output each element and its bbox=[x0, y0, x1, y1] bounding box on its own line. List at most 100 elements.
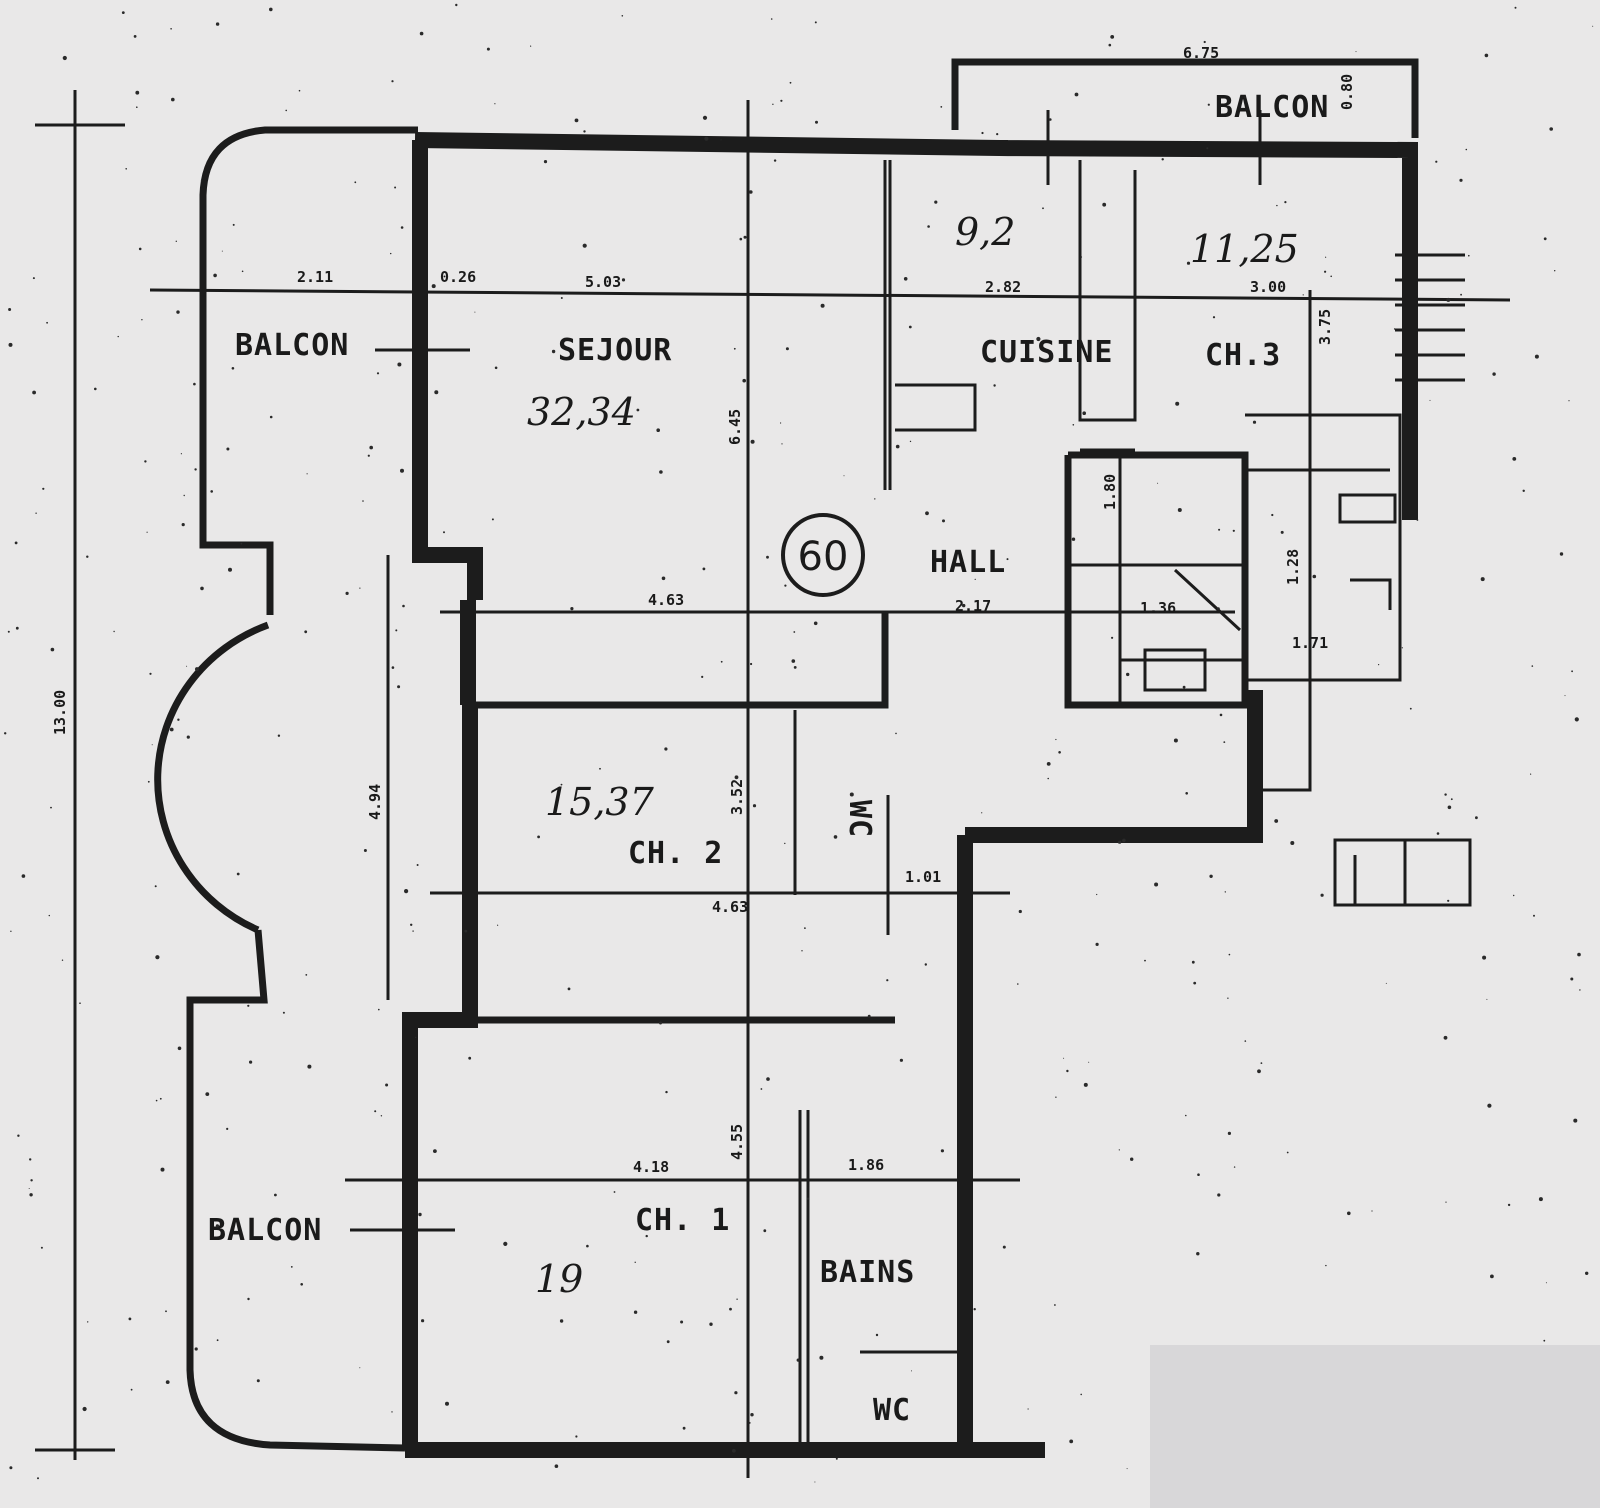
speck bbox=[28, 1188, 30, 1189]
speck bbox=[1082, 411, 1086, 416]
speck bbox=[1002, 1245, 1006, 1249]
speck bbox=[183, 494, 185, 497]
speck bbox=[1244, 96, 1246, 98]
speck bbox=[1122, 838, 1126, 843]
speck bbox=[1083, 1082, 1088, 1087]
speck bbox=[200, 586, 204, 591]
speck bbox=[743, 235, 747, 239]
dim-ch1-depth: 4.55 bbox=[728, 1124, 746, 1160]
speck bbox=[806, 1197, 810, 1200]
speck bbox=[1227, 1131, 1231, 1135]
speck bbox=[1571, 670, 1573, 673]
sejour-cuisine-wall bbox=[883, 160, 892, 490]
speck bbox=[583, 130, 586, 133]
speck bbox=[551, 349, 556, 354]
speck bbox=[909, 440, 912, 443]
speck bbox=[1111, 636, 1114, 639]
speck bbox=[117, 335, 119, 338]
speck bbox=[1232, 529, 1235, 532]
cuisine-ch3-wall bbox=[1078, 170, 1137, 452]
speck bbox=[376, 372, 380, 375]
speck bbox=[1218, 528, 1221, 531]
speck bbox=[249, 1060, 253, 1064]
area-badge: 60 bbox=[781, 513, 865, 597]
speck bbox=[750, 1413, 754, 1417]
speck bbox=[30, 1179, 33, 1182]
speck bbox=[9, 1466, 13, 1470]
speck bbox=[247, 1004, 250, 1007]
speck bbox=[1046, 762, 1051, 766]
speck bbox=[354, 181, 357, 184]
speck bbox=[1244, 1040, 1247, 1042]
speck bbox=[306, 473, 308, 475]
speck bbox=[621, 278, 626, 282]
speck bbox=[1482, 955, 1487, 960]
dim-total-height: 13.00 bbox=[51, 690, 69, 735]
speck bbox=[175, 240, 177, 242]
speck bbox=[367, 454, 370, 457]
speck bbox=[575, 1435, 578, 1438]
speck bbox=[1577, 952, 1581, 957]
speck bbox=[732, 1448, 736, 1453]
speck bbox=[899, 1058, 904, 1062]
dim-vert-right bbox=[1250, 290, 1312, 792]
hall-ch2-wall bbox=[470, 612, 889, 709]
speck bbox=[247, 1297, 250, 1301]
speck bbox=[160, 1167, 165, 1172]
speck bbox=[1543, 237, 1547, 241]
top-wall bbox=[414, 132, 1418, 520]
speck bbox=[395, 629, 398, 632]
speck bbox=[215, 1224, 219, 1228]
speck bbox=[390, 252, 392, 255]
speck bbox=[400, 226, 404, 229]
speck bbox=[15, 626, 19, 630]
speck bbox=[940, 1149, 945, 1153]
speck bbox=[503, 1241, 508, 1246]
speck bbox=[766, 555, 769, 559]
dim-ch3-width: 3.00 bbox=[1250, 278, 1286, 296]
speck bbox=[1549, 127, 1553, 131]
speck bbox=[35, 512, 37, 514]
badge-number: 60 bbox=[798, 534, 849, 580]
speck bbox=[1058, 751, 1061, 754]
speck bbox=[146, 531, 148, 533]
speck bbox=[634, 1261, 636, 1264]
speck bbox=[702, 115, 708, 120]
speck bbox=[256, 1379, 260, 1383]
speck bbox=[3, 732, 7, 735]
speck bbox=[1173, 738, 1178, 743]
speck bbox=[151, 744, 153, 746]
handwritten-areas: 32,34 9,2 11,25 15,37 19 bbox=[527, 210, 1299, 1301]
dim-right-depth: 1.28 bbox=[1284, 549, 1302, 585]
speck bbox=[659, 1021, 662, 1025]
speck bbox=[760, 1088, 763, 1090]
speck bbox=[656, 428, 660, 433]
speck bbox=[709, 1322, 713, 1326]
speck bbox=[560, 783, 563, 786]
ch2-label: CH. 2 bbox=[628, 836, 723, 871]
speck bbox=[1193, 981, 1197, 985]
speck bbox=[216, 1339, 219, 1342]
speck bbox=[194, 1347, 198, 1351]
speck bbox=[240, 542, 243, 545]
speck bbox=[1302, 294, 1304, 296]
speck bbox=[1177, 508, 1182, 512]
speck bbox=[772, 103, 774, 106]
speck bbox=[186, 665, 188, 667]
speck bbox=[734, 1391, 738, 1395]
speck bbox=[827, 552, 830, 555]
dim-balcon-left-height: 4.94 bbox=[366, 784, 384, 820]
speck bbox=[804, 927, 806, 929]
speck bbox=[1443, 1035, 1448, 1040]
speck bbox=[925, 511, 929, 516]
wc-label: WC bbox=[873, 1393, 911, 1428]
dim-top-balcony-ticks bbox=[1046, 110, 1262, 190]
speck bbox=[1157, 482, 1159, 484]
dim-ch1-width: 4.18 bbox=[633, 1158, 669, 1176]
speck bbox=[702, 567, 706, 571]
speck bbox=[1055, 738, 1057, 741]
speck bbox=[232, 223, 235, 226]
speck bbox=[141, 319, 143, 321]
paper-speckle bbox=[3, 3, 1594, 1488]
speck bbox=[1276, 204, 1278, 207]
